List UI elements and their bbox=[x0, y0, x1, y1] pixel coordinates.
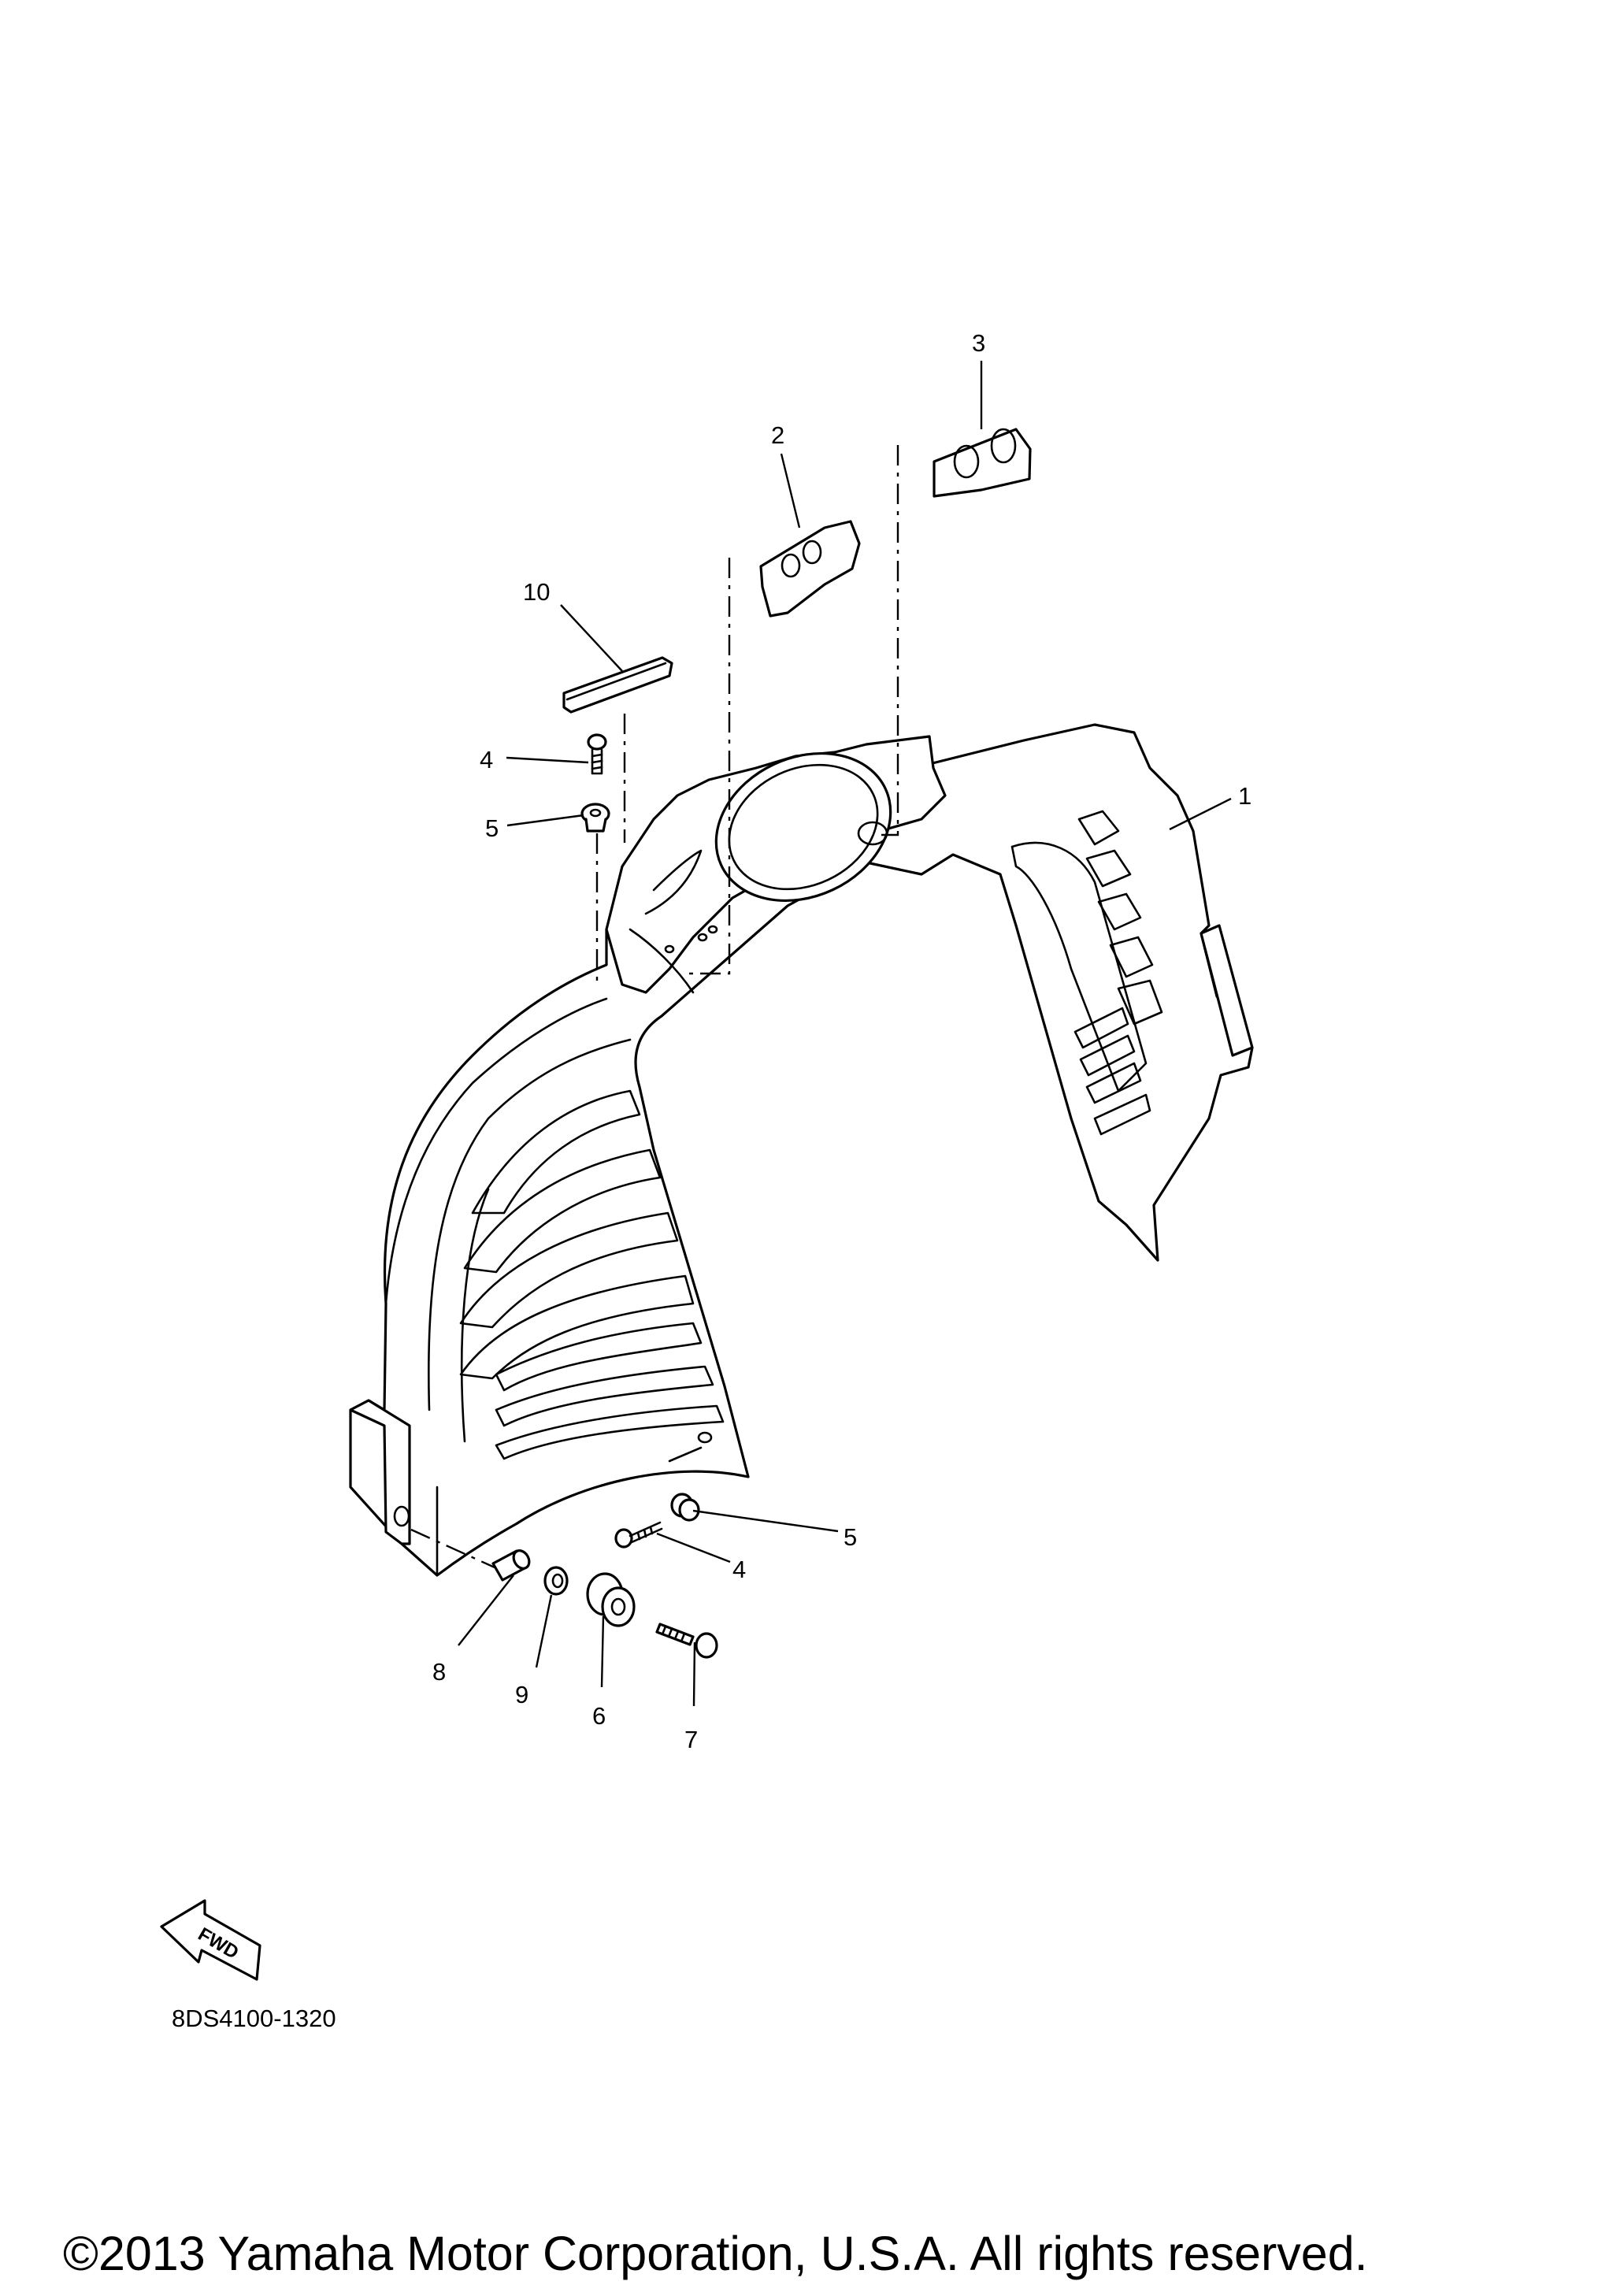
meter-housing bbox=[605, 735, 947, 994]
panel-part-2 bbox=[759, 520, 861, 618]
callout-5-bottom: 5 bbox=[844, 1523, 857, 1551]
washer-part-9 bbox=[543, 1566, 569, 1596]
grommet-part-5-bottom bbox=[670, 1493, 700, 1522]
callout-8: 8 bbox=[432, 1658, 446, 1686]
right-grille-slats bbox=[1010, 810, 1163, 1136]
callout-7: 7 bbox=[684, 1726, 698, 1753]
forward-arrow-icon: FWD bbox=[160, 1899, 261, 1981]
assembly-lines bbox=[410, 445, 899, 1569]
bolt-part-7 bbox=[655, 1623, 718, 1659]
collar-part-8 bbox=[491, 1549, 531, 1582]
callout-6: 6 bbox=[592, 1702, 606, 1730]
callout-2: 2 bbox=[771, 421, 784, 449]
grommet-part-5-top bbox=[580, 803, 610, 833]
strip-part-10 bbox=[562, 656, 673, 714]
grommet-part-6 bbox=[586, 1572, 636, 1627]
callout-labels: 3 2 10 4 5 1 5 4 8 9 6 7 bbox=[432, 329, 1251, 1753]
panel-part-3 bbox=[933, 428, 1032, 498]
cowl-part-1 bbox=[349, 723, 1254, 1577]
callout-9: 9 bbox=[515, 1681, 528, 1708]
screw-part-4-bottom bbox=[614, 1521, 663, 1549]
callout-4-top: 4 bbox=[480, 746, 493, 773]
callout-5-top: 5 bbox=[485, 814, 499, 842]
diagram-code: 8DS4100-1320 bbox=[172, 2005, 336, 2032]
callout-1: 1 bbox=[1238, 782, 1251, 810]
callout-3: 3 bbox=[972, 329, 985, 357]
copyright-notice: ©2013 Yamaha Motor Corporation, U.S.A. A… bbox=[63, 2227, 1368, 2280]
callout-10: 10 bbox=[523, 578, 550, 606]
left-grille-slats bbox=[459, 1089, 725, 1460]
leader-lines bbox=[458, 361, 1232, 1707]
callout-4-bottom: 4 bbox=[732, 1556, 746, 1583]
screw-part-4-top bbox=[587, 733, 607, 775]
